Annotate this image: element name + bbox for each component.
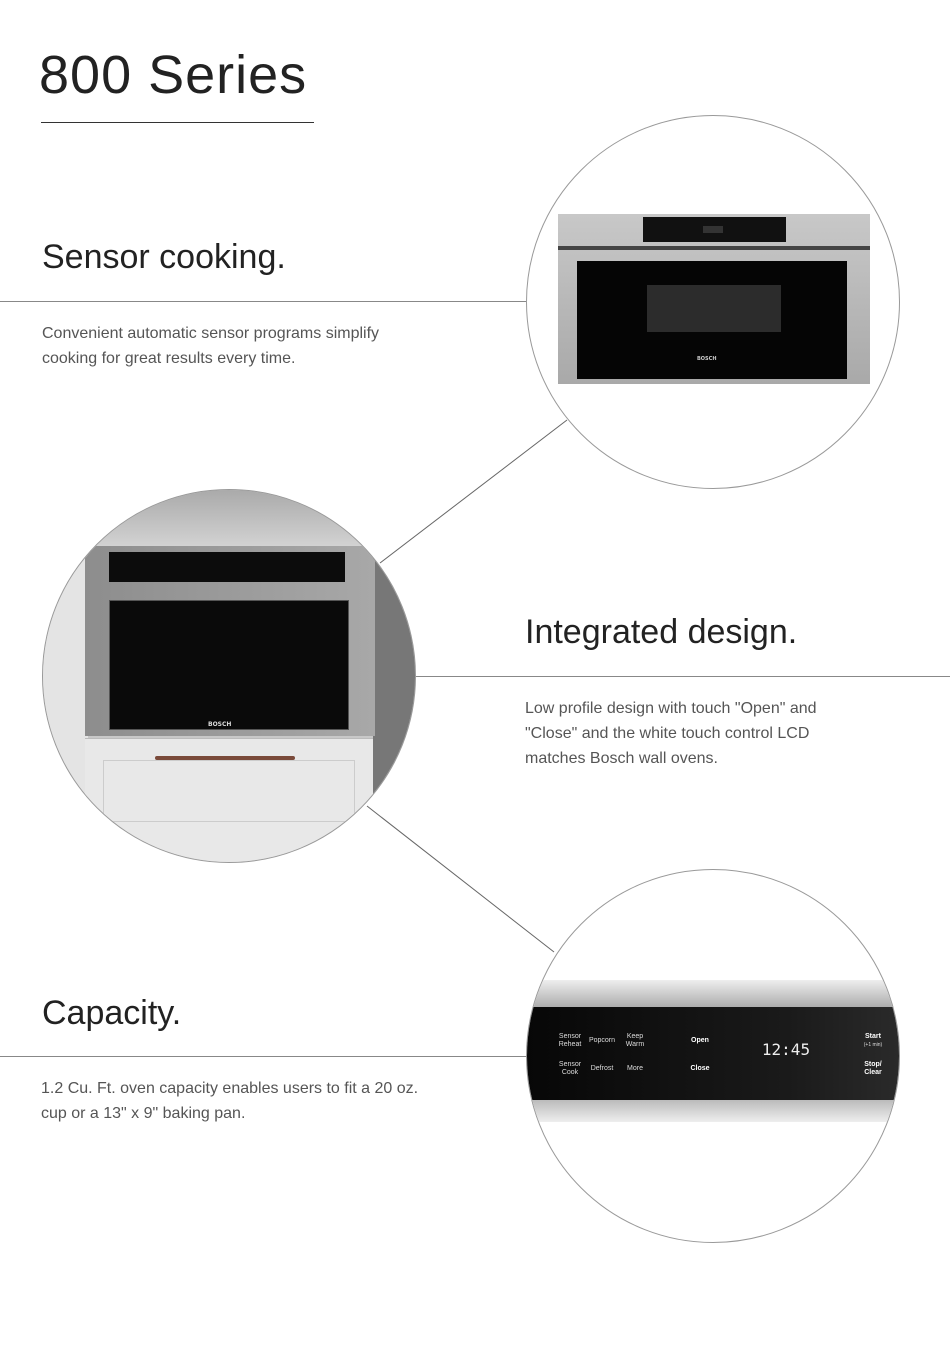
- section-body: Low profile design with touch "Open" and…: [525, 700, 817, 767]
- brand-logo: BOSCH: [208, 721, 232, 728]
- sensor-cook-button[interactable]: Sensor Cook: [558, 1061, 582, 1076]
- start-subtext: (+1 min): [863, 1042, 883, 1048]
- microwave-front-image: BOSCH: [526, 115, 900, 489]
- sensor-reheat-button[interactable]: Sensor Reheat: [558, 1033, 582, 1048]
- control-panel-image: Sensor Reheat Popcorn Keep Warm Open Sen…: [526, 869, 900, 1243]
- drawer-handle: [155, 756, 295, 760]
- stop-clear-button[interactable]: Stop/ Clear: [864, 1061, 882, 1076]
- section-heading: Capacity.: [42, 994, 182, 1032]
- open-button[interactable]: Open: [691, 1037, 709, 1044]
- keep-warm-button[interactable]: Keep Warm: [625, 1033, 645, 1048]
- clock-display: 12:45: [761, 1040, 811, 1059]
- installed-microwave-image: BOSCH: [42, 489, 416, 863]
- close-button[interactable]: Close: [690, 1065, 710, 1072]
- divider: [416, 676, 950, 677]
- section-body: 1.2 Cu. Ft. oven capacity enables users …: [41, 1080, 419, 1122]
- brand-logo: BOSCH: [697, 356, 717, 362]
- section-body: Convenient automatic sensor programs sim…: [42, 325, 380, 367]
- divider: [0, 1056, 527, 1057]
- start-button[interactable]: Start: [865, 1033, 881, 1040]
- page-title: 800 Series: [39, 45, 308, 105]
- popcorn-button[interactable]: Popcorn: [588, 1037, 616, 1044]
- defrost-button[interactable]: Defrost: [590, 1065, 614, 1072]
- title-underline: [41, 122, 314, 123]
- more-button[interactable]: More: [627, 1065, 643, 1072]
- section-heading: Sensor cooking.: [42, 238, 286, 276]
- section-heading: Integrated design.: [525, 613, 798, 651]
- divider: [0, 301, 526, 302]
